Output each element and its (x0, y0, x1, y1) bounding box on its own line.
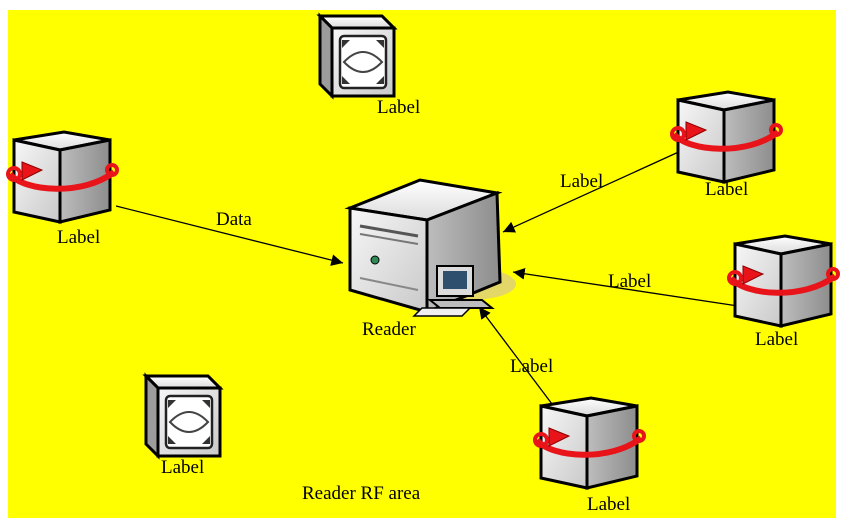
tag-label-bottom: Label (587, 494, 631, 515)
link-line-right-middle (512, 267, 739, 307)
link-label-bottom: Label (510, 356, 554, 377)
active-tag-right-middle-icon (729, 236, 838, 326)
link-label-right-middle: Label (608, 271, 652, 292)
reader-label: Reader (362, 319, 416, 340)
rf-area-label: Reader RF area (302, 483, 421, 504)
active-tag-left-icon (8, 132, 117, 222)
tag-label-bottom-left: Label (161, 457, 205, 478)
link-line-bottom (478, 306, 556, 409)
link-line-right-top (502, 149, 684, 233)
passive-tag-bottom-left-icon (144, 374, 222, 458)
active-tag-bottom-icon (535, 398, 644, 488)
tag-label-top: Label (377, 97, 421, 118)
reader-computer-icon (344, 178, 516, 317)
passive-tag-top-icon (318, 14, 396, 98)
link-label-data: Data (216, 209, 252, 230)
tag-label-right-middle: Label (755, 329, 799, 350)
active-tag-right-top-icon (672, 92, 781, 182)
tag-label-right-top: Label (705, 179, 749, 200)
link-line-data (115, 205, 344, 266)
link-label-right-top: Label (560, 171, 604, 192)
tag-label-left: Label (57, 227, 101, 248)
